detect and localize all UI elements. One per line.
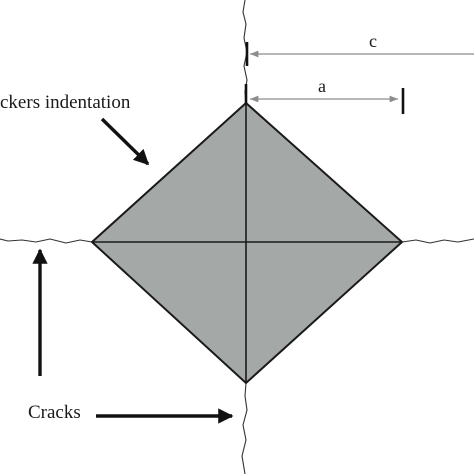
crack-bottom xyxy=(241,382,248,474)
indentation-diamond xyxy=(90,101,404,385)
indentation-label: ckers indentation xyxy=(0,92,131,113)
half-diagonal-label: a xyxy=(318,76,326,96)
crack-length-label: c xyxy=(369,31,377,51)
crack-left xyxy=(0,238,93,244)
crack-right xyxy=(401,238,474,244)
indentation-arrow xyxy=(100,117,150,166)
cracks-label: Cracks xyxy=(28,402,81,423)
